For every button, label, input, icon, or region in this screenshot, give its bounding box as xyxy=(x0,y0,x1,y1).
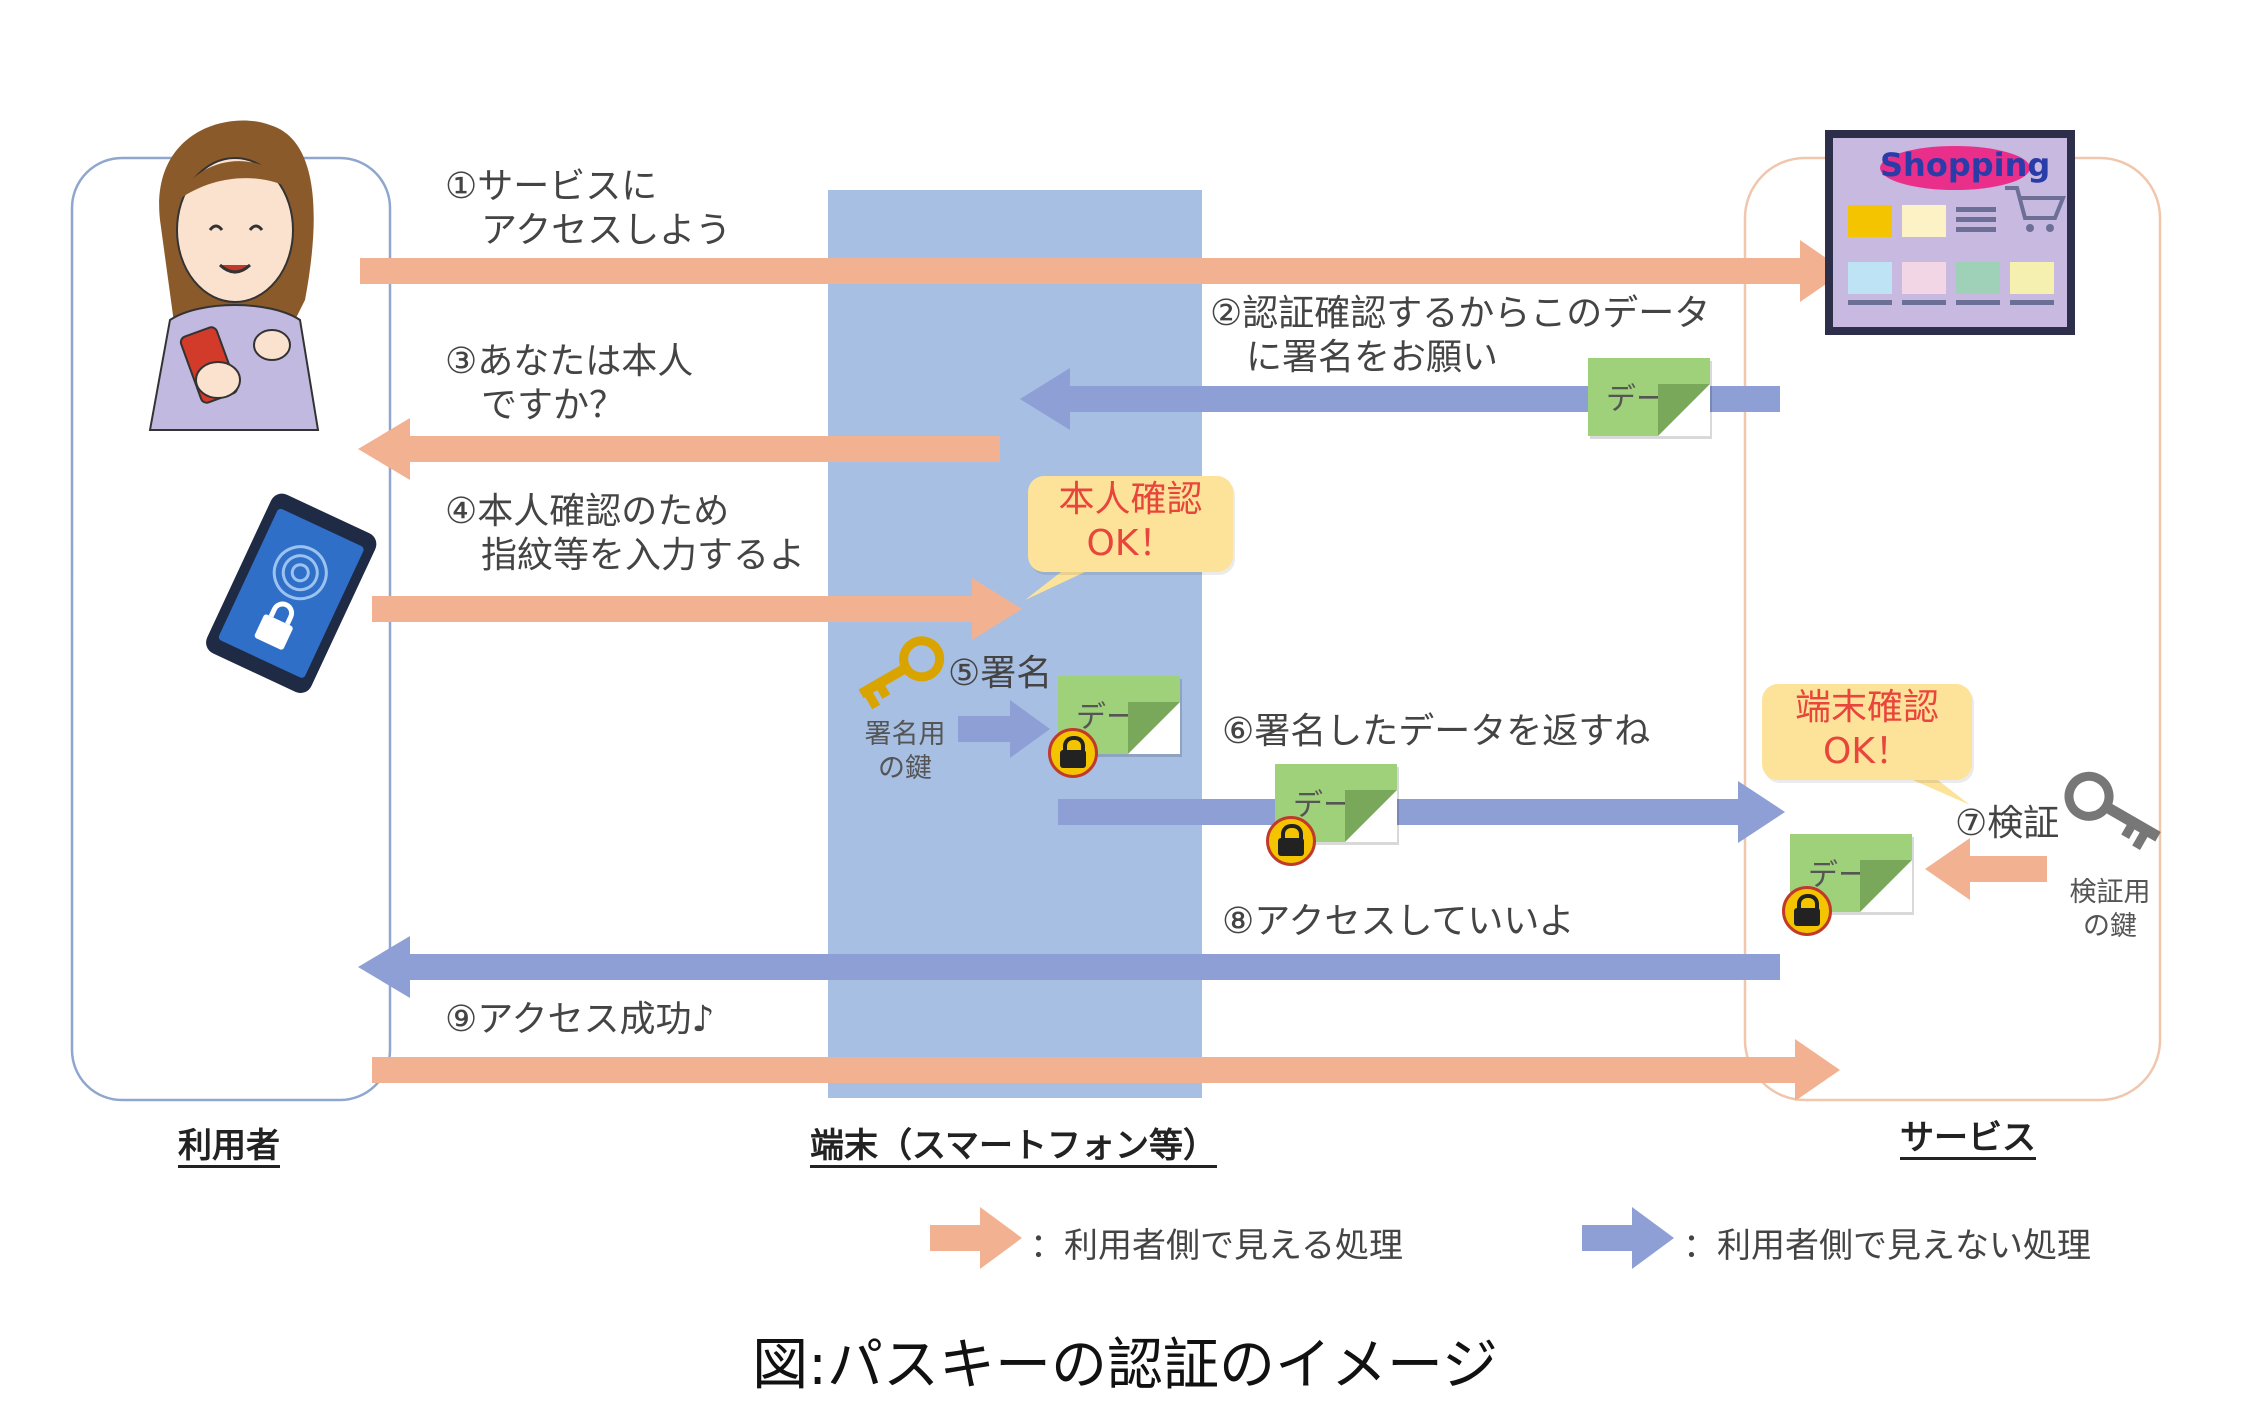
verify-key-label: 検証用 の鍵 xyxy=(2069,877,2151,942)
legend-invisible-arrow xyxy=(1582,1207,1674,1269)
step7-label: ⑦検証 xyxy=(1955,803,2060,844)
shopping-site-icon xyxy=(1825,130,2075,335)
step4-label: ④本人確認のため 指紋等を入力するよ xyxy=(445,491,806,576)
shopping-sign: Shopping xyxy=(1880,146,2051,184)
arrow-step7 xyxy=(1925,838,2047,900)
data-note-request: データ xyxy=(1588,358,1710,436)
sign-key-label: 署名用 の鍵 xyxy=(864,719,946,784)
arrow-step9 xyxy=(372,1039,1840,1101)
data-note-label: データ xyxy=(1076,700,1166,735)
arrow-step6 xyxy=(1058,781,1785,843)
legend-visible-label: ：利用者側で見える処理 xyxy=(1030,1226,1403,1266)
bubble-tail-identity xyxy=(1025,565,1100,600)
arrow-step5 xyxy=(958,700,1050,758)
step6-label: ⑥署名したデータを返すね xyxy=(1222,711,1651,752)
figure-caption: 図:パスキーの認証のイメージ xyxy=(752,1333,1498,1398)
lock-icon xyxy=(1048,728,1098,778)
step5-label: ⑤署名 xyxy=(948,653,1053,694)
device-ok-bubble: 端末確認 OK！ xyxy=(1762,684,1972,780)
data-note-label: データ xyxy=(1293,788,1383,823)
arrow-step8 xyxy=(358,936,1780,998)
step2-label: ②認証確認するからこのデータ に署名をお願い xyxy=(1210,293,1711,378)
device-band xyxy=(828,190,1202,1098)
column-title-device: 端末（スマートフォン等） xyxy=(810,1126,1217,1166)
legend-invisible-label: ：利用者側で見えない処理 xyxy=(1683,1226,2091,1266)
key-icon xyxy=(858,636,945,710)
arrow-step1 xyxy=(360,240,1845,302)
data-note-label: データ xyxy=(1808,858,1898,893)
step1-label: ①サービスに アクセスしよう xyxy=(445,166,732,251)
legend-visible-arrow xyxy=(930,1207,1022,1269)
arrow-step4 xyxy=(372,578,1022,640)
column-title-service: サービス xyxy=(1900,1118,2036,1158)
arrow-step3 xyxy=(358,418,1000,480)
verify-key-icon xyxy=(2064,771,2161,851)
lock-icon xyxy=(1782,886,1832,936)
step3-label: ③あなたは本人 ですか？ xyxy=(445,341,694,426)
step9-label: ⑨アクセス成功♪ xyxy=(445,999,715,1040)
lock-icon xyxy=(1266,816,1316,866)
step8-label: ⑧アクセスしていいよ xyxy=(1222,901,1575,942)
column-title-user: 利用者 xyxy=(178,1126,280,1166)
smartphone-fingerprint-icon xyxy=(206,493,377,693)
data-note-label: データ xyxy=(1606,382,1696,417)
identity-ok-bubble: 本人確認 OK！ xyxy=(1028,476,1233,572)
person-icon xyxy=(148,120,320,431)
